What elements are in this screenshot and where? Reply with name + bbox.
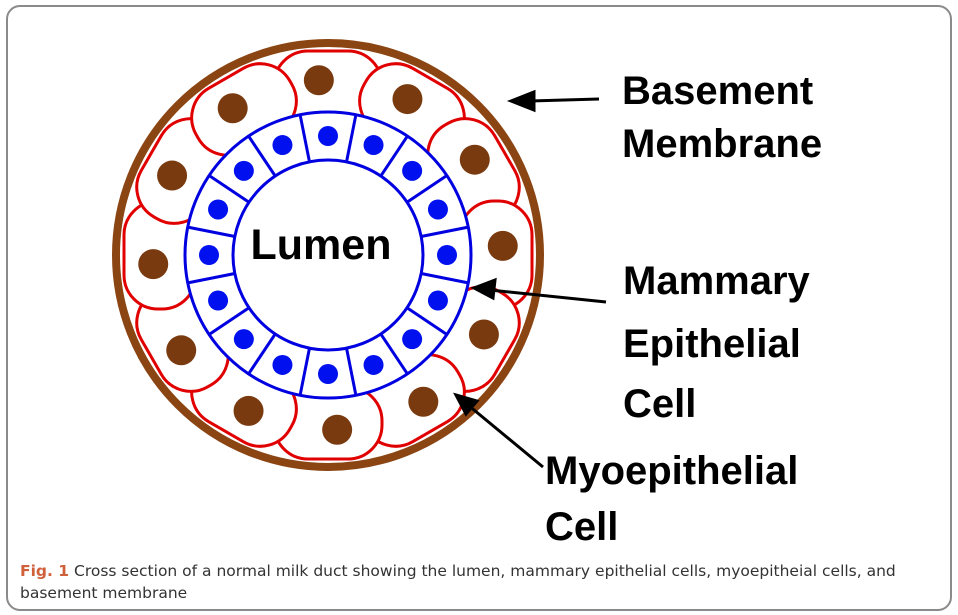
epithelial-nucleus (234, 329, 254, 349)
myoepithelial-nucleus (218, 93, 248, 123)
mammary-label-line3: Cell (623, 382, 696, 426)
epithelial-nucleus (364, 355, 384, 375)
myoepithelial-nucleus (234, 396, 264, 426)
epithelial-nucleus (318, 364, 338, 384)
figure-frame: Lumen Basement Membrane Mammary Epitheli… (6, 5, 952, 611)
epithelial-nucleus (318, 126, 338, 146)
myoepithelial-nucleus (138, 249, 168, 279)
epithelial-nucleus (272, 135, 292, 155)
epithelial-nucleus (402, 161, 422, 181)
basement-label-line1: Basement (622, 69, 813, 113)
basement-arrowhead (511, 92, 534, 110)
basement-membrane-label: Basement Membrane (622, 69, 822, 166)
mammary-epithelial-cell-label: Mammary Epithelial Cell (623, 259, 811, 426)
myo-arrow (468, 405, 543, 467)
caption-text: Cross section of a normal milk duct show… (20, 562, 896, 602)
epithelial-nucleus (234, 161, 254, 181)
basement-label-line2: Membrane (622, 122, 822, 166)
epithelial-nucleus (208, 199, 228, 219)
epithelial-nucleus (437, 245, 457, 265)
epithelial-nucleus (364, 135, 384, 155)
epithelial-nucleus (428, 199, 448, 219)
myoepithelial-nucleus (157, 161, 187, 191)
basement-arrow (530, 99, 599, 101)
milk-duct-diagram: Lumen Basement Membrane Mammary Epitheli… (8, 7, 952, 611)
myo-label-line2: Cell (545, 505, 618, 549)
figure-caption: Fig. 1 Cross section of a normal milk du… (20, 560, 950, 604)
mammary-label-line1: Mammary (623, 259, 811, 303)
epithelial-nucleus (428, 291, 448, 311)
figure-label: Fig. 1 (20, 562, 69, 580)
myoepithelial-nucleus (460, 145, 490, 175)
myoepithelial-nucleus (166, 335, 196, 365)
mammary-label-line2: Epithelial (623, 322, 801, 366)
myo-label-line1: Myoepithelial (545, 449, 798, 493)
myoepithelial-nucleus (322, 415, 352, 445)
myoepithelial-nucleus (408, 387, 438, 417)
epithelial-nucleus (199, 245, 219, 265)
myoepithelial-nucleus (488, 231, 518, 261)
epithelial-nucleus (402, 329, 422, 349)
epithelial-nucleus (272, 355, 292, 375)
myoepithelial-nucleus (392, 84, 422, 114)
lumen-label: Lumen (251, 221, 392, 269)
epithelial-nucleus (208, 291, 228, 311)
myoepithelial-nucleus (469, 319, 499, 349)
myoepithelial-nucleus (304, 65, 334, 95)
myoepithelial-cell-label: Myoepithelial Cell (545, 449, 798, 549)
